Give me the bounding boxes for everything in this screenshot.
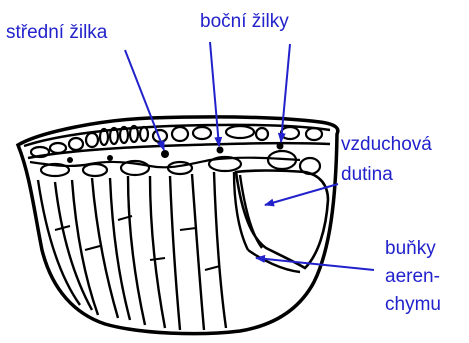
aerenchyma-cells-label: buňky aeren- chymu — [385, 235, 441, 319]
air-cavity-label-line: dutina — [341, 160, 432, 190]
air-cavity-label: vzduchová dutina — [341, 130, 432, 190]
aerenchyma-label-line: aeren- — [385, 263, 441, 291]
midrib-label: střední žilka — [6, 20, 107, 45]
aerenchyma-label-line: chymu — [385, 291, 441, 319]
aerenchyma-chambers — [38, 172, 300, 330]
mesophyll-network — [30, 151, 320, 176]
aerenchyma-label-line: buňky — [385, 235, 441, 263]
air-cavity-label-line: vzduchová — [341, 130, 432, 160]
lateral-veins-label: boční žilky — [200, 9, 289, 34]
